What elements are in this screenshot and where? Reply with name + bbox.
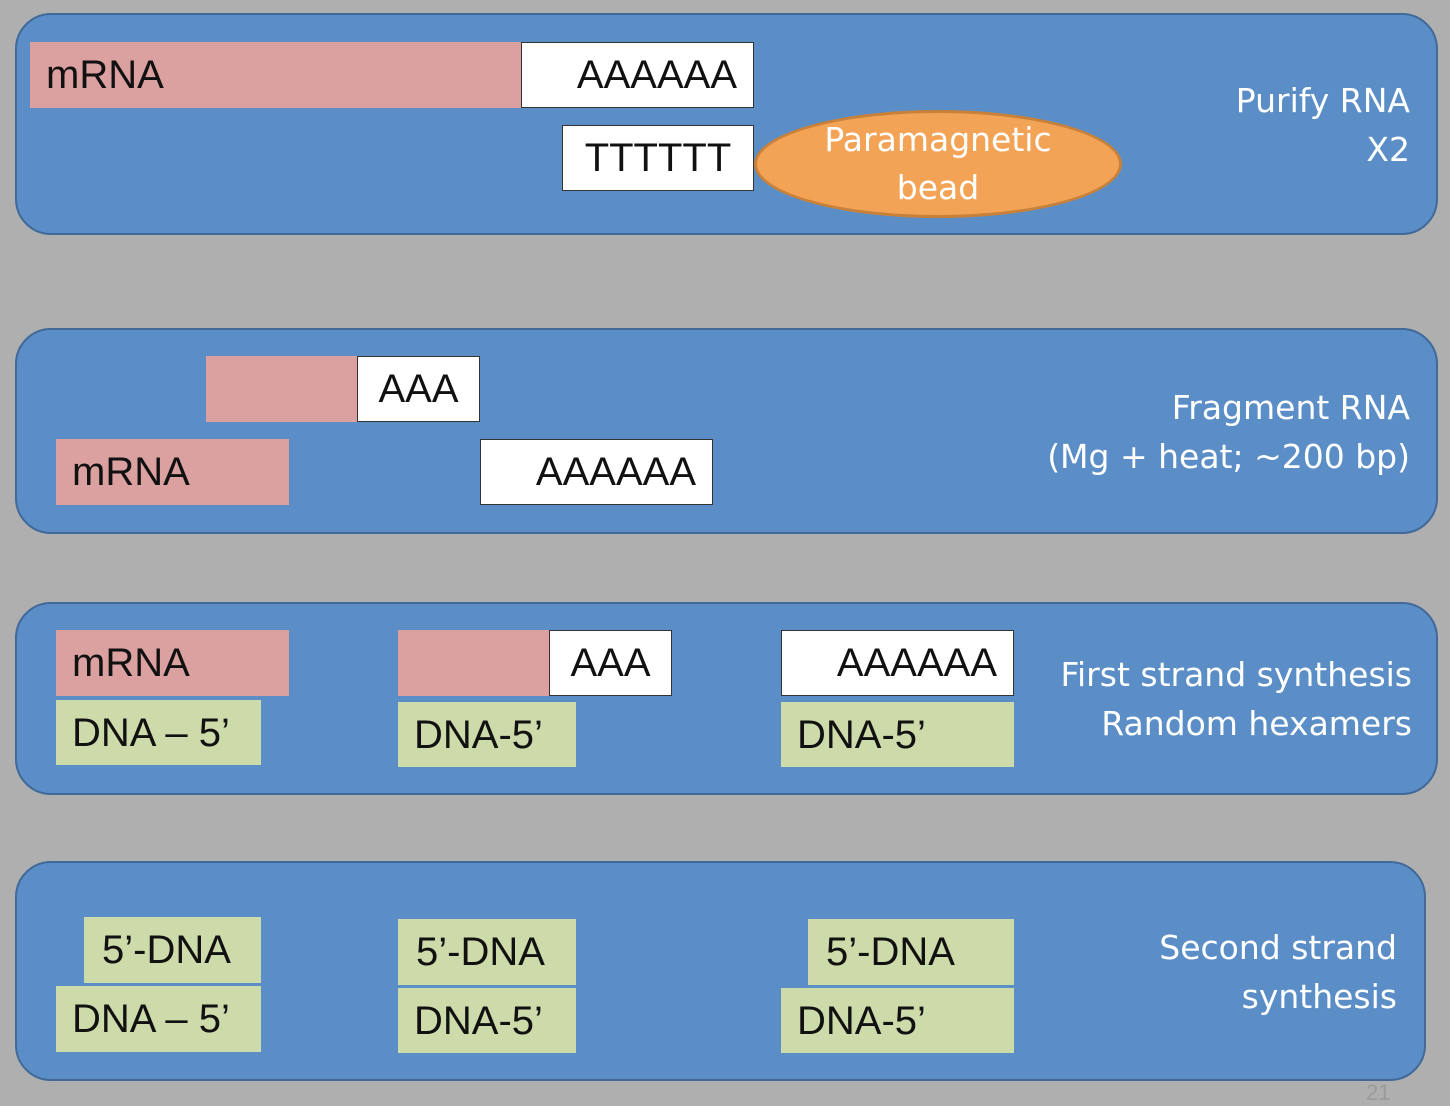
bead-label-line1: Paramagnetic <box>824 120 1052 159</box>
mrna-template: mRNA <box>56 630 289 696</box>
step-label-line1: First strand synthesis <box>1060 655 1412 694</box>
mrna-strand: mRNA <box>30 42 521 108</box>
cdna-first-strand-a: DNA – 5’ <box>56 700 261 765</box>
paramagnetic-bead: Paramagnetic bead <box>754 110 1122 218</box>
step-label-line2: (Mg + heat; ~200 bp) <box>1047 437 1410 476</box>
page-number: 21 <box>1366 1080 1391 1105</box>
rna-fragment-template <box>398 630 549 696</box>
polya-tail-template: AAAAAA <box>781 630 1014 696</box>
cdna-second-strand-c: 5’-DNA <box>808 919 1014 985</box>
cdna-first-strand-c: DNA-5’ <box>781 702 1014 767</box>
step-label-line2: X2 <box>1366 130 1410 169</box>
step-label-second-strand: Second strand synthesis <box>1159 923 1397 1021</box>
step-label-first-strand: First strand synthesis Random hexamers <box>1060 650 1412 748</box>
mrna-fragment: mRNA <box>56 439 289 505</box>
step-label-line1: Purify RNA <box>1235 81 1410 120</box>
cdna-first-strand-b: DNA-5’ <box>398 988 576 1053</box>
rna-fragment <box>206 356 357 422</box>
polya-tail: AAAAAA <box>521 42 754 108</box>
step-label-line1: Fragment RNA <box>1171 388 1410 427</box>
polyt-oligo: TTTTTT <box>562 125 754 191</box>
step-label-line1: Second strand <box>1159 928 1397 967</box>
short-polya-tail: AAA <box>549 630 672 696</box>
cdna-first-strand-c: DNA-5’ <box>781 988 1014 1053</box>
step-label-purify: Purify RNA X2 <box>1236 76 1410 174</box>
cdna-first-strand-a: DNA – 5’ <box>56 986 261 1052</box>
cdna-second-strand-a: 5’-DNA <box>84 917 261 983</box>
polya-tail-fragment: AAAAAA <box>480 439 713 505</box>
cdna-first-strand-b: DNA-5’ <box>398 702 576 767</box>
cdna-second-strand-b: 5’-DNA <box>398 919 576 985</box>
step-label-line2: synthesis <box>1241 977 1397 1016</box>
step-label-line2: Random hexamers <box>1101 704 1412 743</box>
bead-label-line2: bead <box>896 168 980 207</box>
step-label-fragment: Fragment RNA (Mg + heat; ~200 bp) <box>1047 383 1410 481</box>
short-polya-tail: AAA <box>357 356 480 422</box>
